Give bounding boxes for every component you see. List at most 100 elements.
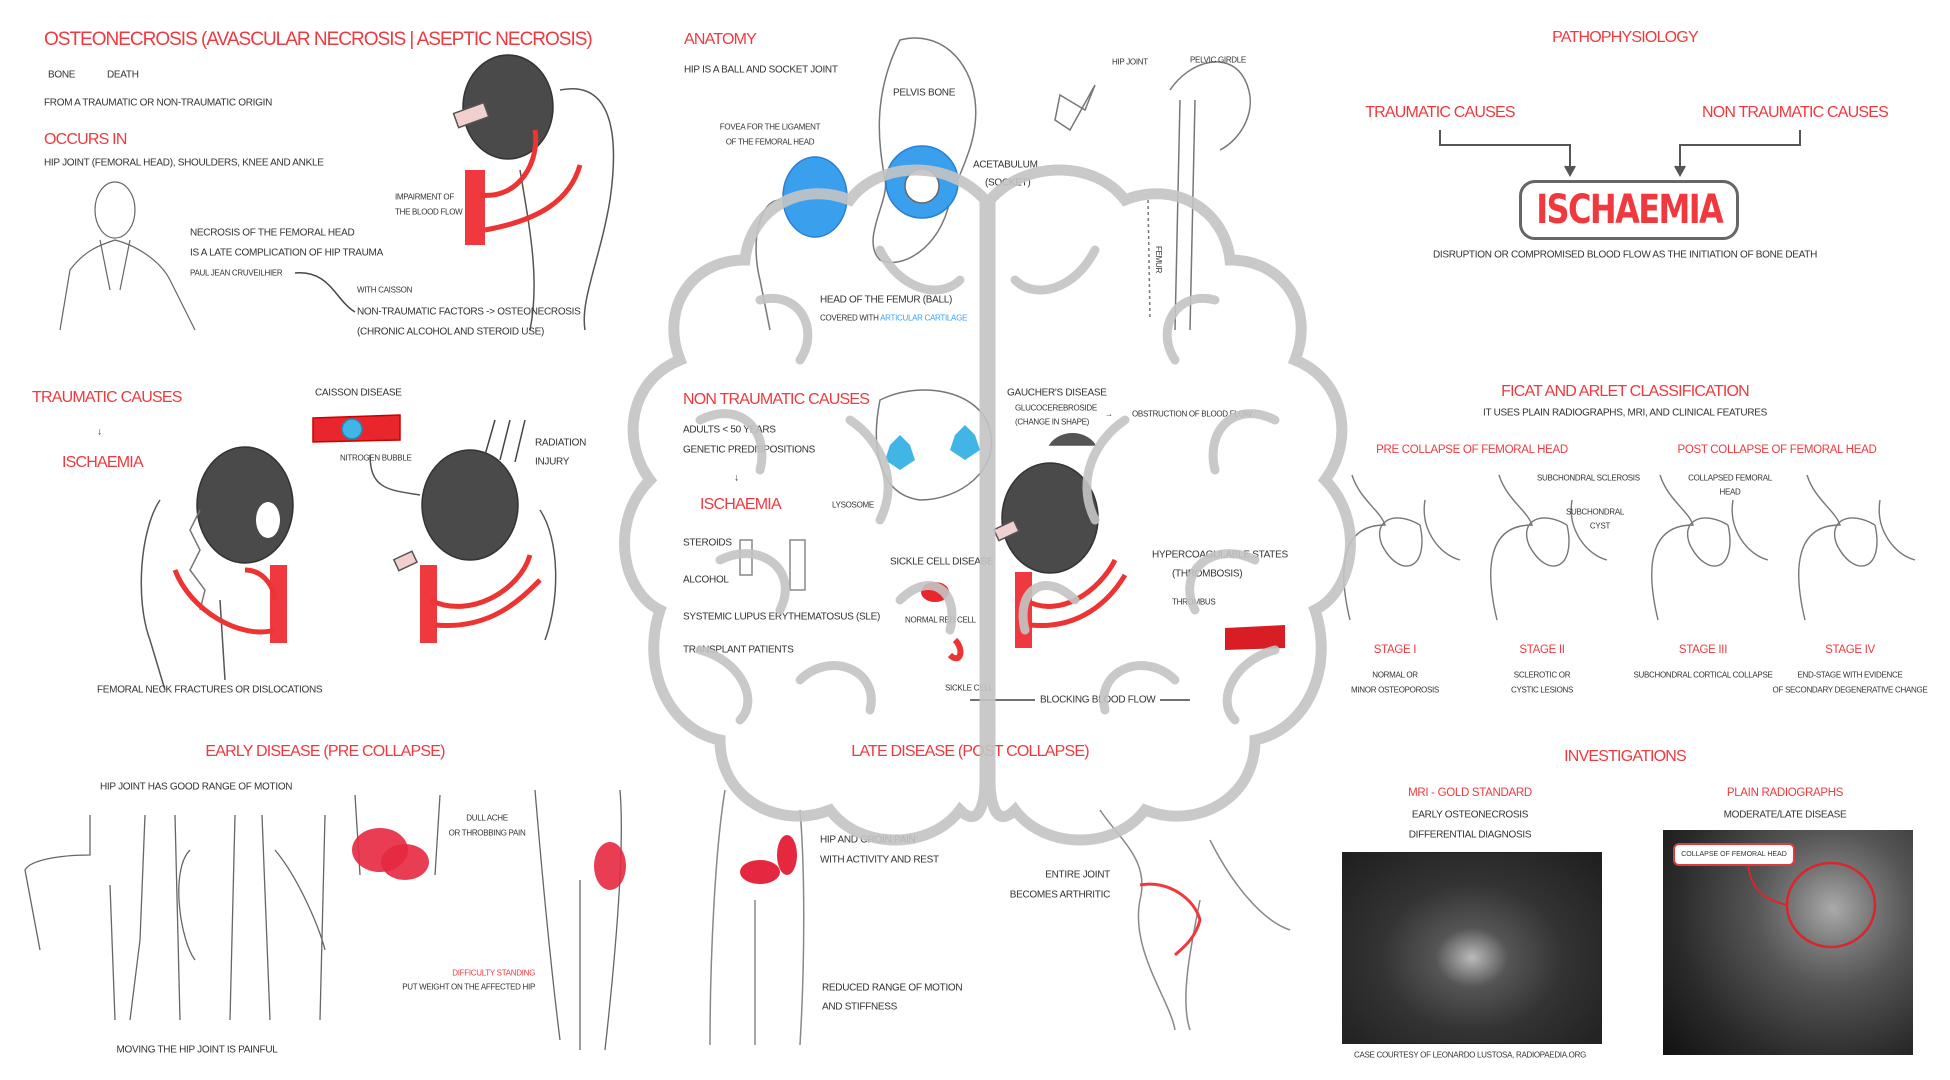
fractures-label: Femoral neck fractures or dislocations — [97, 684, 323, 696]
sickle-heading: Sickle cell disease — [890, 556, 994, 568]
reduced-label-2: and stiffness — [822, 1001, 897, 1013]
gluco-label: Glucocerebroside — [1015, 403, 1097, 413]
xray-callout: Collapse of femoral head — [1673, 843, 1795, 866]
early-heading: Early disease (pre collapse) — [205, 743, 445, 760]
difficulty-label: Difficulty standing — [452, 968, 535, 978]
weight-label: Put weight on the affected hip — [402, 982, 535, 992]
stage-3-hip — [1651, 474, 1769, 621]
obstruction-label: Obstruction of blood flow — [1132, 409, 1252, 419]
origin-text: From a traumatic or non-traumatic origin — [44, 97, 273, 109]
hypercoag-label: Hypercoagulable states — [1152, 549, 1288, 561]
xray-image — [1663, 830, 1913, 1055]
mri-heading: MRI - gold standard — [1408, 787, 1532, 799]
sle-label: Systemic lupus erythematosus (SLE) — [683, 611, 881, 623]
stage-4-desc: End-stage with evidence — [1797, 670, 1903, 680]
investigations-heading: Investigations — [1564, 748, 1687, 765]
traumatic-heading: Traumatic causes — [32, 389, 182, 406]
radiation-label: Radiation — [535, 437, 587, 449]
nontraumatic-ischaemia: Ischaemia — [700, 496, 782, 513]
arrow-right-icon: → — [1105, 409, 1113, 419]
label-death: Death — [107, 69, 139, 81]
fovea-label-2: of the femoral head — [725, 137, 815, 147]
range-label: Hip joint has good range of motion — [100, 781, 293, 793]
impairment-label-2: the blood flow — [395, 207, 463, 217]
stage-2-desc-2: cystic lesions — [1510, 685, 1574, 695]
traumatic-illustration — [140, 414, 557, 691]
steroids-label: Steroids — [683, 537, 732, 549]
femur-label: Femur — [1153, 246, 1163, 273]
stage-1-desc-2: minor osteoporosis — [1351, 685, 1439, 695]
reduced-label: Reduced range of motion — [822, 982, 963, 994]
collapsed-label-2: head — [1719, 487, 1741, 497]
label-bone: Bone — [48, 69, 76, 81]
ficat-heading: Ficat and Arlet classification — [1501, 383, 1750, 400]
with-text: with Caisson — [357, 285, 413, 295]
patho-arrows — [1439, 130, 1801, 178]
impairment-label: Impairment of — [395, 192, 454, 202]
pelvis-label: Pelvis bone — [893, 87, 956, 99]
nontraumatic-heading: Non traumatic causes — [683, 391, 870, 408]
hypercoag-label-2: (thrombosis) — [1172, 568, 1243, 580]
acetabulum-label-2: (socket) — [985, 177, 1031, 189]
traumatic-ischaemia: Ischaemia — [62, 454, 144, 471]
person-name: Paul Jean Cruveilhier — [190, 268, 283, 278]
patho-caption: Disruption or compromised blood flow as … — [1432, 249, 1818, 261]
cyst-label-2: cyst — [1589, 521, 1611, 531]
caisson-label: Caisson disease — [315, 387, 402, 399]
stage-2-desc: Sclerotic or — [1513, 670, 1571, 680]
anatomy-subtitle: Hip is a ball and socket joint — [684, 64, 838, 76]
stage-4-name: Stage IV — [1825, 644, 1875, 656]
stage-4-hip — [1798, 474, 1916, 621]
ficat-subtitle: It uses plain radiographs, MRI, and clin… — [1483, 407, 1767, 419]
early-disease-illustration — [24, 789, 626, 1051]
late-heading: Late disease (post collapse) — [851, 743, 1089, 760]
stage-2-name: Stage II — [1519, 644, 1565, 656]
occurs-heading: Occurs in — [44, 131, 127, 148]
patho-heading: Pathophysiology — [1552, 29, 1698, 46]
post-collapse-heading: Post collapse of femoral head — [1677, 444, 1877, 456]
stage-1-desc: Normal or — [1372, 670, 1418, 680]
lysosome-label: Lysosome — [832, 500, 874, 510]
down-arrow-icon: ↓ — [734, 472, 739, 484]
main-title: Osteonecrosis (avascular necrosis | asep… — [44, 29, 593, 50]
mri-caption: Case courtesy of Leonardo Lustosa, Radio… — [1353, 1050, 1587, 1060]
necrosis-text: Necrosis of the femoral head — [190, 227, 355, 239]
arthritic-label-2: becomes arthritic — [1009, 889, 1111, 901]
covered-text: Covered with — [820, 313, 879, 323]
nontraumatic-factors-2: (chronic alcohol and steroid use) — [357, 326, 544, 338]
patho-nontraumatic: Non traumatic causes — [1701, 104, 1889, 121]
stage-1-name: Stage I — [1373, 644, 1417, 656]
blocking-label: Blocking blood flow — [1040, 694, 1156, 706]
arthritic-label: Entire joint — [1045, 869, 1110, 881]
ischaemia-box: ISCHAEMIA — [1519, 180, 1739, 240]
xray-line: Moderate/late disease — [1723, 809, 1847, 821]
mri-line-2: Differential diagnosis — [1408, 829, 1532, 841]
transplant-label: Transplant patients — [683, 644, 794, 656]
sickle-cell-label: Sickle cell — [945, 683, 993, 693]
mri-image — [1342, 852, 1602, 1044]
acetabulum-label: Acetabulum — [973, 159, 1038, 171]
genetic-label: Genetic predispositions — [683, 444, 816, 456]
pain-label-2: with activity and rest — [820, 854, 939, 866]
femur-head-label: Head of the femur (ball) — [820, 294, 953, 306]
occurs-text: Hip joint (femoral head), shoulders, kne… — [44, 157, 324, 169]
thrombus-label: Thrombus — [1172, 597, 1216, 607]
ache-label-2: or throbbing pain — [448, 828, 526, 838]
stage-4-desc-2: of secondary degenerative change — [1772, 685, 1928, 695]
painful-label: Moving the hip joint is painful — [116, 1044, 278, 1056]
sclerosis-label: Subchondral sclerosis — [1537, 473, 1640, 483]
ischaemia-label: ISCHAEMIA — [1536, 187, 1724, 233]
femoral-head-illustration — [452, 54, 615, 331]
collapsed-label: Collapsed femoral — [1688, 473, 1772, 483]
patho-traumatic: Traumatic causes — [1365, 104, 1515, 121]
anatomy-heading: Anatomy — [684, 31, 757, 48]
covered-label: Covered with articular cartilage — [820, 314, 967, 323]
pre-collapse-heading: Pre collapse of femoral head — [1376, 444, 1568, 456]
cyst-label: Subchondral — [1565, 507, 1625, 517]
portrait-sketch — [59, 181, 196, 331]
ache-label: Dull ache — [466, 813, 508, 823]
bubble-label: Nitrogen bubble — [340, 453, 412, 463]
alcohol-label: Alcohol — [683, 574, 729, 586]
